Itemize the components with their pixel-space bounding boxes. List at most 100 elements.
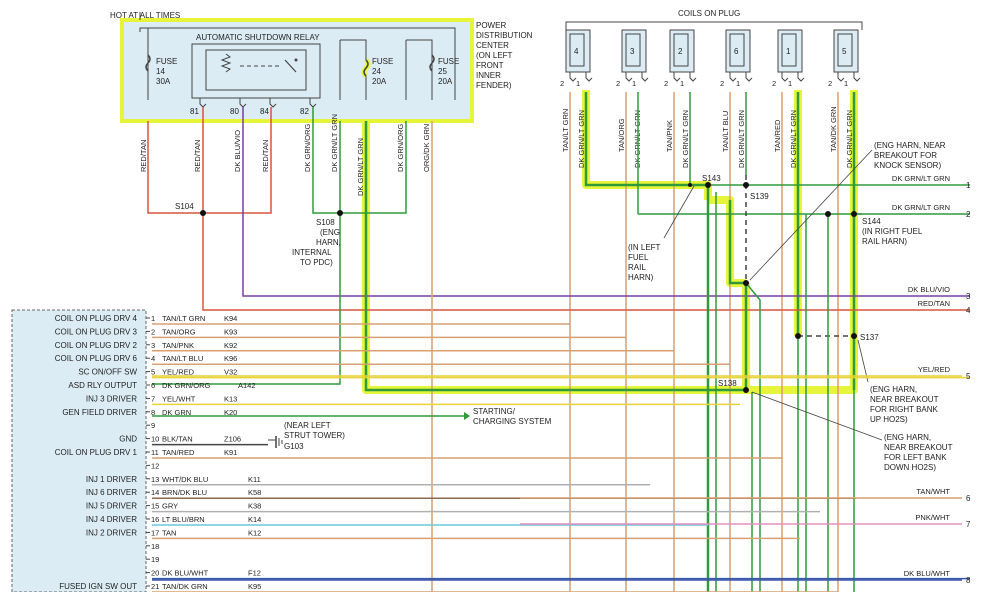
knock-sensor-arrow — [749, 149, 873, 281]
pcm-pin-number: 18 — [151, 542, 159, 551]
pcm-wire-label: TAN/PNK — [162, 341, 194, 350]
right-ref-wire-label: DK GRN/LT GRN — [892, 203, 950, 212]
pcm-pin-number: 9 — [151, 421, 155, 430]
splice-s104-label: S104 — [175, 202, 194, 211]
pcm-pin-number: 17 — [151, 528, 159, 537]
coil-inner — [625, 33, 641, 67]
pcm-pin-label: COIL ON PLUG DRV 3 — [55, 327, 138, 336]
coil-wire-b-label: DK GRN/LT GRN — [577, 110, 586, 168]
svg-text:DISTRIBUTION: DISTRIBUTION — [476, 31, 533, 40]
coils-on-plug-label: COILS ON PLUG — [678, 9, 740, 18]
coil-number: 6 — [734, 47, 739, 56]
right-ref-number: 4 — [966, 306, 971, 315]
pcm-circuit-label: K93 — [224, 327, 237, 336]
svg-text:CENTER: CENTER — [476, 41, 509, 50]
coil-number: 2 — [678, 47, 683, 56]
pcm-circuit-label: K94 — [224, 314, 237, 323]
coil-pin-a: 2 — [772, 79, 776, 88]
coil-connector — [625, 72, 649, 82]
power-distribution-center — [120, 18, 474, 123]
coil-wire-b-label: DK GRN/LT GRN — [681, 110, 690, 168]
pcm-wire-label: BRN/DK BLU — [162, 488, 207, 497]
relay-pin-84: 84 — [260, 107, 269, 116]
pdc-wire-label: RED/TAN — [261, 140, 270, 172]
pcm-connector — [11, 309, 147, 592]
fuse-14-label: FUSE — [156, 57, 177, 66]
relay-pin-81: 81 — [190, 107, 199, 116]
svg-text:NEAR BREAKOUT: NEAR BREAKOUT — [884, 443, 953, 452]
fuse-25-amp: 20A — [438, 77, 453, 86]
svg-text:POWER: POWER — [476, 21, 506, 30]
pcm-wire-label: TAN/LT GRN — [162, 314, 205, 323]
pcm-pin-label: COIL ON PLUG DRV 1 — [55, 448, 138, 457]
right-ref-number: 6 — [966, 494, 971, 503]
svg-text:DOWN HO2S): DOWN HO2S) — [884, 463, 936, 472]
svg-text:HARN,: HARN, — [316, 238, 341, 247]
fuse-24-num: 24 — [372, 67, 381, 76]
coil-pin-b: 1 — [844, 79, 848, 88]
pdc-output-wires — [147, 107, 970, 592]
pcm-wire-label: TAN/RED — [162, 448, 195, 457]
pcm-circuit-label: V32 — [224, 368, 237, 377]
pcm-pin-number: 3 — [151, 341, 155, 350]
svg-text:(ENG HARN,: (ENG HARN, — [870, 385, 917, 394]
fuse-24-label: FUSE — [372, 57, 393, 66]
svg-text:FENDER): FENDER) — [476, 81, 512, 90]
coil-number: 4 — [574, 47, 579, 56]
splice-dots — [200, 182, 857, 393]
svg-text:KNOCK SENSOR): KNOCK SENSOR) — [874, 161, 941, 170]
coil-inner — [837, 33, 853, 67]
splice-s108-label: S108 (ENG HARN, INTERNAL TO PDC) — [292, 218, 341, 267]
pcm-pin-label: INJ 2 DRIVER — [86, 528, 137, 537]
right-ref-number: 8 — [966, 576, 971, 585]
coil-number: 5 — [842, 47, 847, 56]
relay-pin-82: 82 — [300, 107, 309, 116]
right-ref-wire-label: YEL/RED — [918, 365, 951, 374]
pcm-pin-number: 8 — [151, 408, 155, 417]
pcm-circuit-label: K20 — [224, 408, 237, 417]
svg-text:INTERNAL: INTERNAL — [292, 248, 332, 257]
pcm-wire-label: YEL/RED — [162, 368, 195, 377]
pdc-wire-label: DK GRN/LT GRN — [330, 114, 339, 172]
pcm-circuit-label: K12 — [248, 528, 261, 537]
gnd-note-line2: STRUT TOWER) — [284, 431, 345, 440]
fuse-25-label: FUSE — [438, 57, 459, 66]
coil-inner — [673, 33, 689, 67]
pcm-pin-label: FUSED IGN SW OUT — [59, 582, 137, 591]
svg-text:FOR RIGHT BANK: FOR RIGHT BANK — [870, 405, 939, 414]
gnd-g103-label: G103 — [284, 442, 304, 451]
fuse-24-icon — [363, 59, 369, 77]
coil-wires — [569, 92, 856, 592]
fuse-25-num: 25 — [438, 67, 447, 76]
svg-text:TO PDC): TO PDC) — [300, 258, 333, 267]
svg-text:(ENG HARN, NEAR: (ENG HARN, NEAR — [874, 141, 946, 150]
svg-text:(IN LEFT: (IN LEFT — [628, 243, 661, 252]
pcm-wire-label: TAN — [162, 528, 176, 537]
svg-text:RAIL: RAIL — [628, 263, 646, 272]
coil-connector — [781, 72, 805, 82]
pdc-wire-label: DK GRN/ORG — [396, 123, 405, 172]
pcm-circuit-label: K58 — [248, 488, 261, 497]
coil-connector — [569, 72, 593, 82]
pcm-circuit-label: K91 — [224, 448, 237, 457]
fuse-25-icon — [429, 54, 435, 72]
svg-text:S108: S108 — [316, 218, 335, 227]
coil-connector — [673, 72, 697, 82]
knock-sensor-note: (ENG HARN, NEAR BREAKOUT FOR KNOCK SENSO… — [874, 141, 946, 170]
svg-text:NEAR BREAKOUT: NEAR BREAKOUT — [870, 395, 939, 404]
pcm-pin-label: INJ 4 DRIVER — [86, 515, 137, 524]
relay-switch-icon — [284, 59, 297, 73]
